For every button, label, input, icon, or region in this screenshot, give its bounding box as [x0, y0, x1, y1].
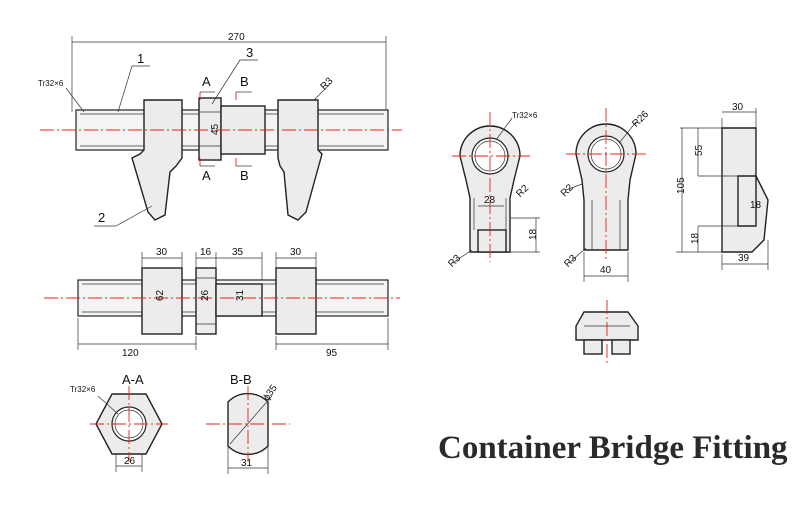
radius-r3: R3: [319, 75, 336, 92]
clamp-front-r2: R2: [514, 183, 531, 200]
clamp-side-top: 30: [732, 102, 744, 113]
section-a-a: A-A Tr32×6 26: [70, 372, 168, 472]
right-hook-clamp: [277, 99, 323, 221]
clamp-front-slot: 18: [528, 228, 539, 240]
dim-front-h3: 31: [235, 289, 246, 301]
clamp-front-view: Tr32×6 R2 28 18 R3: [446, 111, 540, 270]
thread-label: Tr32×6: [38, 79, 64, 88]
clamp-bottom-view: [575, 300, 639, 364]
section-a-a-label: A-A: [122, 372, 144, 387]
section-b-marker-top: B: [240, 74, 249, 89]
section-a-thread: Tr32×6: [70, 385, 96, 394]
part-number-2: 2: [98, 210, 105, 225]
clamp-back-r3: R3: [562, 253, 579, 270]
dim-front-h1: 62: [155, 289, 166, 301]
clamp-back-r26: R26: [630, 109, 651, 130]
clamp-side-slot: 18: [750, 200, 762, 211]
dim-front-w4: 30: [290, 247, 302, 258]
part-number-1: 1: [137, 51, 144, 66]
front-left-block: [141, 267, 183, 335]
dim-front-h2: 26: [200, 289, 211, 301]
clamp-front-width: 28: [484, 195, 496, 206]
dim-overall-length: 270: [228, 32, 245, 43]
top-view: 270 45 A A B B Tr32×6: [38, 32, 402, 227]
page-title: Container Bridge Fitting: [438, 430, 788, 466]
dim-nut-height: 45: [210, 123, 221, 135]
clamp-back-view: R26 R2 R3 40: [559, 108, 651, 282]
dim-front-right-length: 95: [326, 348, 338, 359]
clamp-side-bottom: 39: [738, 253, 750, 264]
clamp-side-upper: 55: [694, 144, 705, 156]
dim-front-left-length: 120: [122, 348, 139, 359]
clamp-front-r3: R3: [446, 253, 463, 270]
clamp-side-total: 105: [676, 177, 687, 194]
left-hook-clamp: [131, 99, 183, 221]
dim-front-w2: 16: [200, 247, 212, 258]
section-b-width: 31: [241, 458, 253, 469]
front-view: 30 16 35 30 62 26 31 120 95: [44, 247, 400, 359]
front-sleeve: [215, 283, 263, 317]
clamp-side-view: 30 55 105 18 18 39: [676, 102, 769, 270]
section-a-marker-top: A: [202, 74, 211, 89]
clamp-side-lower: 18: [690, 232, 701, 244]
clamp-front-thread: Tr32×6: [512, 111, 538, 120]
section-b-b-label: B-B: [230, 372, 252, 387]
clamp-back-width: 40: [600, 265, 612, 276]
clamp-back-r2: R2: [559, 182, 576, 199]
section-b-b: B-B ϕ35 31: [206, 372, 290, 474]
section-a-width: 26: [124, 456, 136, 467]
front-right-block: [275, 267, 317, 335]
section-a-marker-bottom: A: [202, 168, 211, 183]
dim-front-w3: 35: [232, 247, 244, 258]
section-b-marker-bottom: B: [240, 168, 249, 183]
part-number-3: 3: [246, 45, 253, 60]
dim-front-w1: 30: [156, 247, 168, 258]
